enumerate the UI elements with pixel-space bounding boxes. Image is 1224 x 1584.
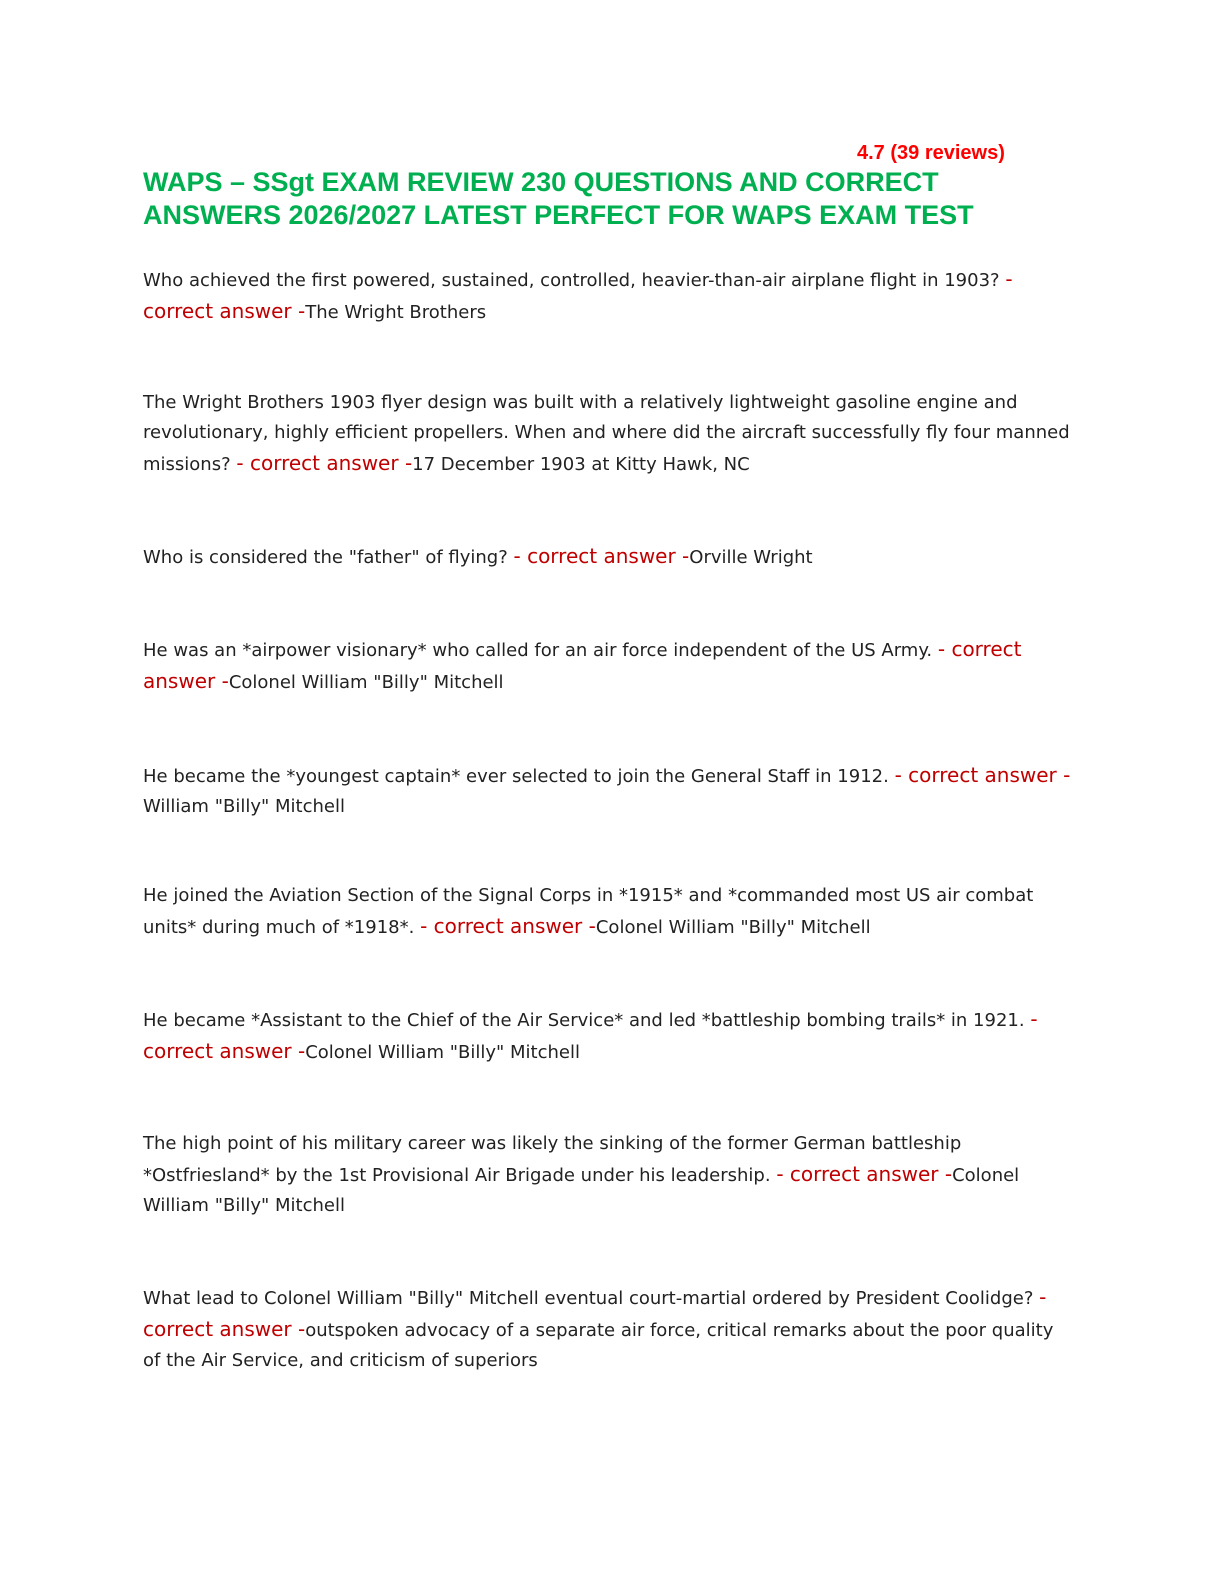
answer-text: William "Billy" Mitchell (143, 796, 345, 817)
correct-answer-marker: - correct answer - (513, 544, 690, 568)
answer-text: Colonel William "Billy" Mitchell (595, 917, 871, 938)
answer-text: 17 December 1903 at Kitty Hawk, NC (412, 454, 750, 475)
qa-item: What lead to Colonel William "Billy" Mit… (143, 1282, 1073, 1376)
qa-list: Who achieved the first powered, sustaine… (143, 264, 1073, 1376)
qa-item: The high point of his military career wa… (143, 1129, 1073, 1221)
correct-answer-marker: - correct answer - (143, 637, 1022, 693)
answer-text: Colonel William "Billy" Mitchell (228, 672, 504, 693)
correct-answer-marker: - correct answer - (894, 763, 1071, 787)
qa-item: He became *Assistant to the Chief of the… (143, 1004, 1073, 1068)
qa-item: He joined the Aviation Section of the Si… (143, 881, 1073, 943)
answer-text: outspoken advocacy of a separate air for… (143, 1320, 1054, 1371)
question-text: Who achieved the first powered, sustaine… (143, 270, 1000, 291)
correct-answer-marker: - correct answer - (420, 914, 596, 938)
qa-item: Who is considered the "father" of flying… (143, 541, 1073, 573)
qa-item: He became the *youngest captain* ever se… (143, 760, 1073, 822)
question-text: The Wright Brothers 1903 flyer design wa… (143, 392, 1070, 475)
question-text: The high point of his military career wa… (143, 1133, 962, 1186)
answer-text: Colonel William "Billy" Mitchell (305, 1042, 580, 1063)
qa-item: Who achieved the first powered, sustaine… (143, 264, 1073, 328)
correct-answer-marker: - correct answer - (143, 1285, 1047, 1341)
question-text: He joined the Aviation Section of the Si… (143, 885, 1034, 938)
answer-text: The Wright Brothers (305, 302, 487, 323)
document-title: WAPS – SSgt EXAM REVIEW 230 QUESTIONS AN… (143, 167, 974, 230)
rating-badge: 4.7 (39 reviews) (857, 142, 1005, 164)
qa-item: The Wright Brothers 1903 flyer design wa… (143, 388, 1073, 480)
question-text: What lead to Colonel William "Billy" Mit… (143, 1288, 1034, 1309)
question-text: He became the *youngest captain* ever se… (143, 766, 889, 787)
correct-answer-marker: - correct answer - (143, 267, 1013, 323)
question-text: He became *Assistant to the Chief of the… (143, 1010, 1025, 1031)
answer-text: Colonel William "Billy" Mitchell (143, 1165, 1020, 1216)
correct-answer-marker: - correct answer - (236, 451, 413, 475)
answer-text: Orville Wright (689, 547, 813, 568)
correct-answer-marker: - correct answer - (776, 1162, 953, 1186)
question-text: He was an *airpower visionary* who calle… (143, 640, 933, 661)
question-text: Who is considered the "father" of flying… (143, 547, 508, 568)
correct-answer-marker: - correct answer - (143, 1007, 1038, 1063)
qa-item: He was an *airpower visionary* who calle… (143, 634, 1073, 698)
